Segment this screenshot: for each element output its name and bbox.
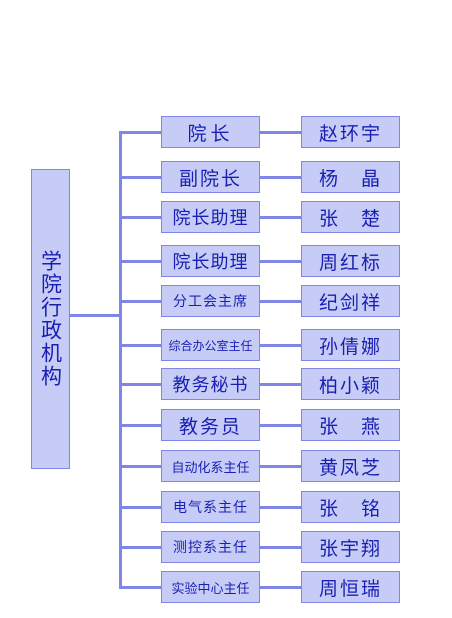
- person-name: 张 铭: [318, 497, 382, 520]
- position-label: 副院长: [178, 167, 242, 190]
- position-box: 实验中心主任: [161, 571, 260, 603]
- position-label: 自动化系主任: [171, 460, 250, 476]
- position-box: 副院长: [161, 161, 260, 193]
- person-name: 赵环宇: [318, 122, 382, 145]
- person-name-box: 赵环宇: [301, 116, 400, 148]
- branch-line: [120, 424, 161, 427]
- person-name-box: 周红标: [301, 245, 400, 277]
- branch-line: [120, 506, 161, 509]
- person-name: 周恒瑞: [318, 577, 382, 600]
- position-box: 自动化系主任: [161, 450, 260, 482]
- position-name-connector: [260, 216, 301, 219]
- person-name-box: 张 铭: [301, 491, 400, 523]
- position-label: 综合办公室主任: [168, 338, 253, 353]
- position-box: 院长助理: [161, 201, 260, 233]
- branch-line: [120, 344, 161, 347]
- person-name: 张 燕: [318, 415, 382, 438]
- branch-line: [120, 176, 161, 179]
- person-name-box: 杨 晶: [301, 161, 400, 193]
- position-name-connector: [260, 176, 301, 179]
- branch-line: [120, 383, 161, 386]
- branch-line: [120, 131, 161, 134]
- position-name-connector: [260, 344, 301, 347]
- position-box: 综合办公室主任: [161, 329, 260, 361]
- branch-line: [120, 546, 161, 549]
- person-name: 柏小颖: [318, 374, 382, 397]
- person-name-box: 纪剑祥: [301, 285, 400, 317]
- position-name-connector: [260, 506, 301, 509]
- branch-line: [120, 260, 161, 263]
- position-box: 电气系主任: [161, 491, 260, 523]
- position-name-connector: [260, 586, 301, 589]
- position-box: 教务员: [161, 409, 260, 441]
- root-unit-box: 学院行政机构: [31, 169, 70, 469]
- person-name: 张宇翔: [318, 537, 382, 560]
- person-name: 黄凤芝: [318, 456, 382, 479]
- position-box: 院长助理: [161, 245, 260, 277]
- person-name: 张 楚: [318, 207, 382, 230]
- position-box: 测控系主任: [161, 531, 260, 563]
- branch-line: [120, 586, 161, 589]
- position-box: 院长: [161, 116, 260, 148]
- position-label: 院长助理: [172, 252, 249, 273]
- position-label: 实验中心主任: [171, 581, 250, 597]
- person-name: 周红标: [318, 251, 382, 274]
- position-name-connector: [260, 465, 301, 468]
- root-unit-label: 学院行政机构: [38, 250, 63, 388]
- person-name: 纪剑祥: [318, 291, 382, 314]
- position-label: 分工会主席: [173, 294, 248, 310]
- branch-line: [120, 216, 161, 219]
- position-label: 院长: [187, 122, 234, 145]
- root-connector: [70, 314, 121, 317]
- position-name-connector: [260, 260, 301, 263]
- person-name-box: 张 楚: [301, 201, 400, 233]
- branch-line: [120, 300, 161, 303]
- person-name-box: 孙倩娜: [301, 329, 400, 361]
- person-name-box: 柏小颖: [301, 368, 400, 400]
- person-name-box: 张 燕: [301, 409, 400, 441]
- position-box: 分工会主席: [161, 285, 260, 317]
- position-label: 测控系主任: [173, 540, 248, 556]
- person-name: 孙倩娜: [318, 335, 382, 358]
- position-name-connector: [260, 300, 301, 303]
- person-name: 杨 晶: [318, 167, 382, 190]
- position-name-connector: [260, 131, 301, 134]
- person-name-box: 周恒瑞: [301, 571, 400, 603]
- position-label: 院长助理: [172, 208, 249, 229]
- person-name-box: 黄凤芝: [301, 450, 400, 482]
- person-name-box: 张宇翔: [301, 531, 400, 563]
- position-label: 电气系主任: [173, 500, 248, 516]
- position-box: 教务秘书: [161, 368, 260, 400]
- branch-line: [120, 465, 161, 468]
- trunk-line: [119, 131, 122, 589]
- position-label: 教务秘书: [172, 375, 249, 396]
- position-name-connector: [260, 424, 301, 427]
- position-name-connector: [260, 546, 301, 549]
- position-label: 教务员: [178, 415, 242, 438]
- position-name-connector: [260, 383, 301, 386]
